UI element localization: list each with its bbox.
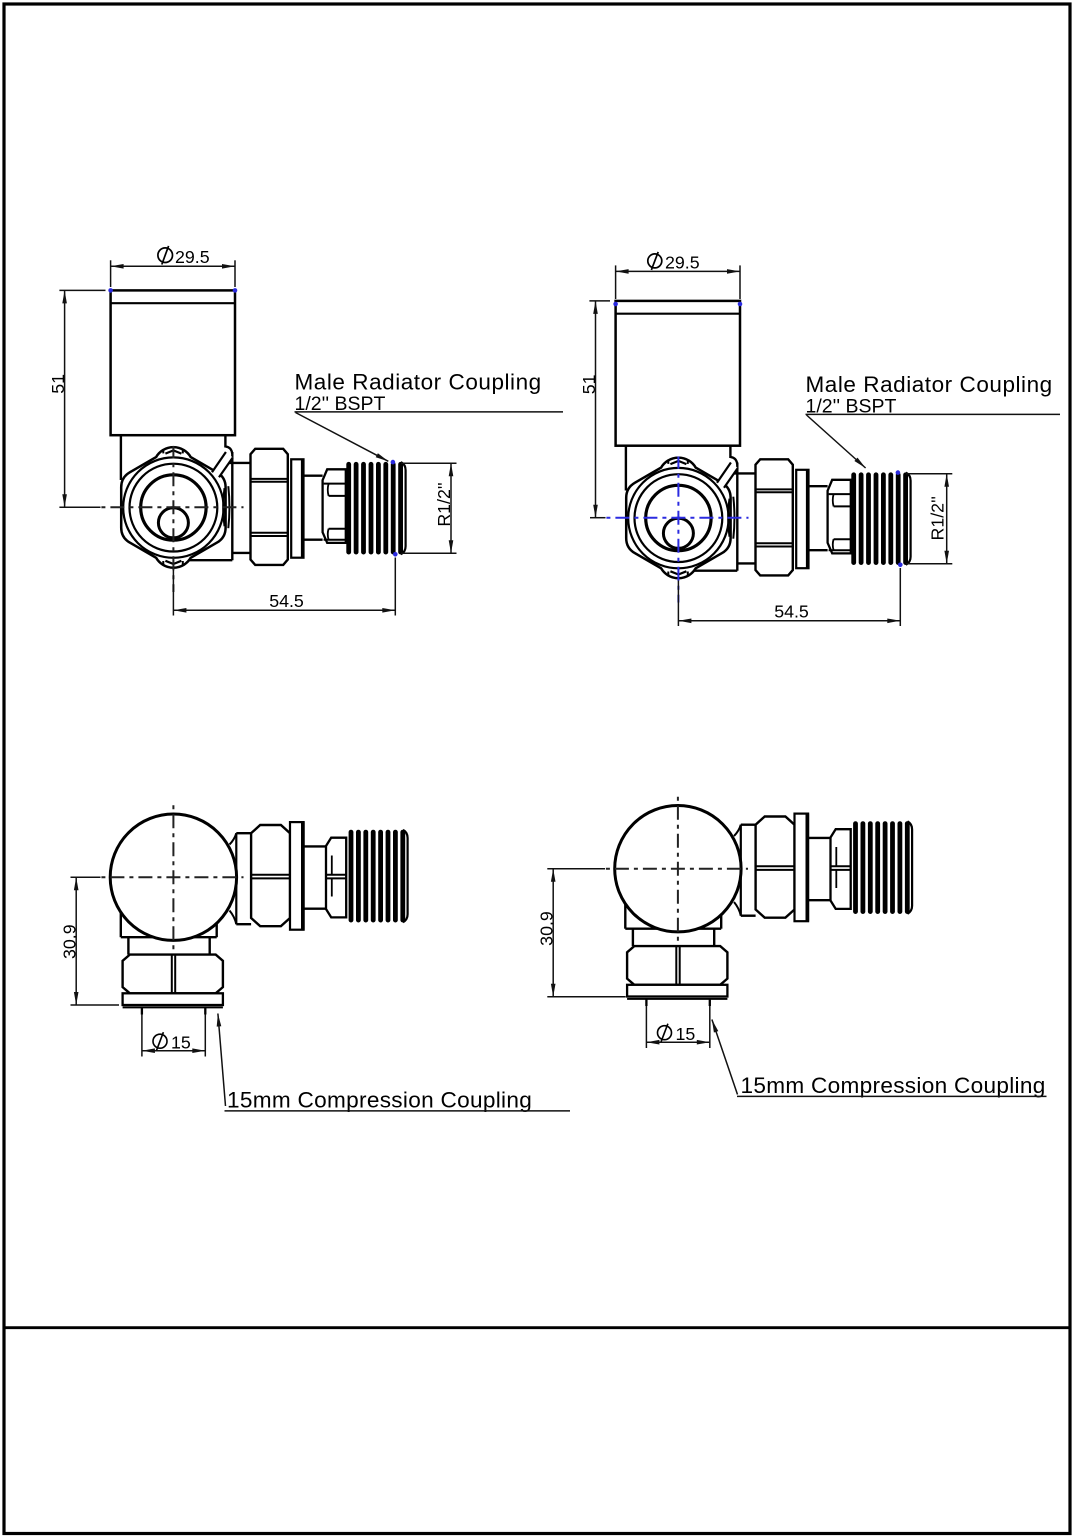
svg-text:R1/2'': R1/2'' xyxy=(434,482,454,526)
svg-text:Male Radiator Coupling: Male Radiator Coupling xyxy=(806,372,1053,397)
svg-text:30.9: 30.9 xyxy=(60,924,80,959)
svg-text:54.5: 54.5 xyxy=(774,602,809,622)
svg-text:1/2'' BSPT: 1/2'' BSPT xyxy=(295,393,386,415)
svg-text:29.5: 29.5 xyxy=(665,253,700,273)
svg-text:15: 15 xyxy=(171,1033,191,1053)
svg-text:1/2'' BSPT: 1/2'' BSPT xyxy=(806,396,897,418)
svg-text:15mm Compression Coupling: 15mm Compression Coupling xyxy=(741,1073,1046,1098)
svg-text:51: 51 xyxy=(48,374,68,394)
svg-text:R1/2'': R1/2'' xyxy=(927,496,947,540)
svg-text:15: 15 xyxy=(676,1024,696,1044)
svg-text:15mm Compression Coupling: 15mm Compression Coupling xyxy=(227,1087,532,1112)
svg-text:54.5: 54.5 xyxy=(269,591,304,611)
svg-text:Male Radiator Coupling: Male Radiator Coupling xyxy=(295,369,542,394)
svg-text:51: 51 xyxy=(579,374,599,394)
svg-text:30.9: 30.9 xyxy=(537,911,557,946)
svg-text:29.5: 29.5 xyxy=(175,247,210,267)
